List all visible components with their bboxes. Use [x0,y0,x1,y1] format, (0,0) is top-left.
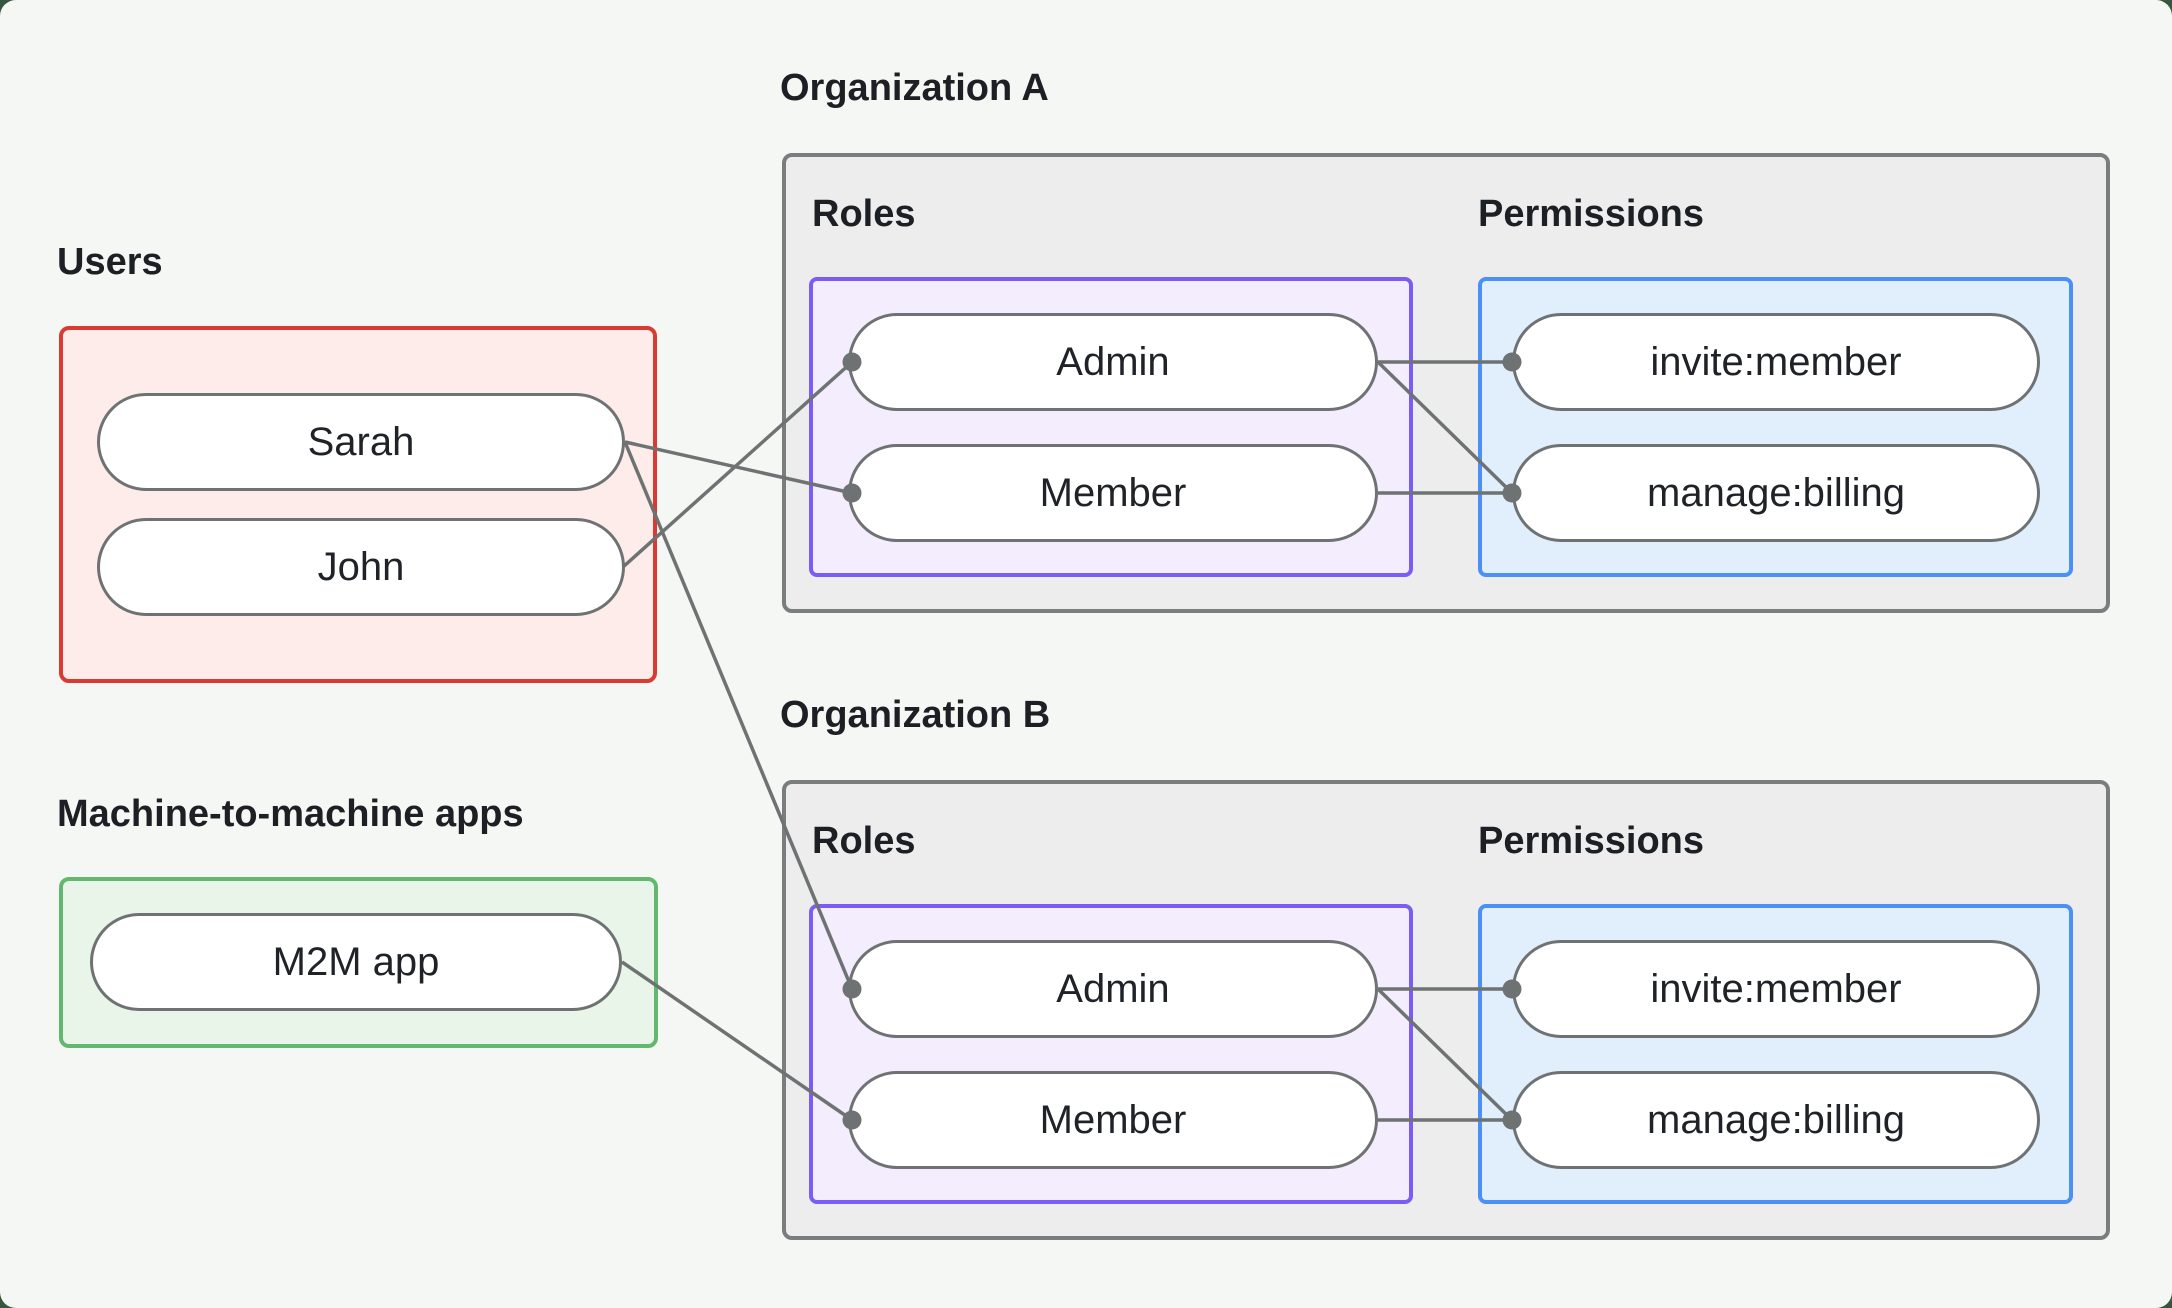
org-a-role-member: Member [848,444,1378,542]
org-b-roles-label: Roles [812,820,916,862]
org-b-permission-invite-member: invite:member [1512,940,2040,1038]
org-a-title: Organization A [780,67,1049,109]
org-a-permission-invite-member: invite:member [1512,313,2040,411]
org-b-permission-manage-billing: manage:billing [1512,1071,2040,1169]
org-b-role-member: Member [848,1071,1378,1169]
users-group-label: Users [57,241,163,283]
org-a-roles-label: Roles [812,193,916,235]
org-a-permission-manage-billing: manage:billing [1512,444,2040,542]
m2m-node: M2M app [90,913,622,1011]
m2m-group-label: Machine-to-machine apps [57,793,524,835]
user-node-john: John [97,518,625,616]
user-node-sarah: Sarah [97,393,625,491]
org-a-role-admin: Admin [848,313,1378,411]
org-b-permissions-label: Permissions [1478,820,1704,862]
org-b-title: Organization B [780,694,1051,736]
users-group-box [59,326,657,683]
org-a-permissions-label: Permissions [1478,193,1704,235]
org-b-role-admin: Admin [848,940,1378,1038]
